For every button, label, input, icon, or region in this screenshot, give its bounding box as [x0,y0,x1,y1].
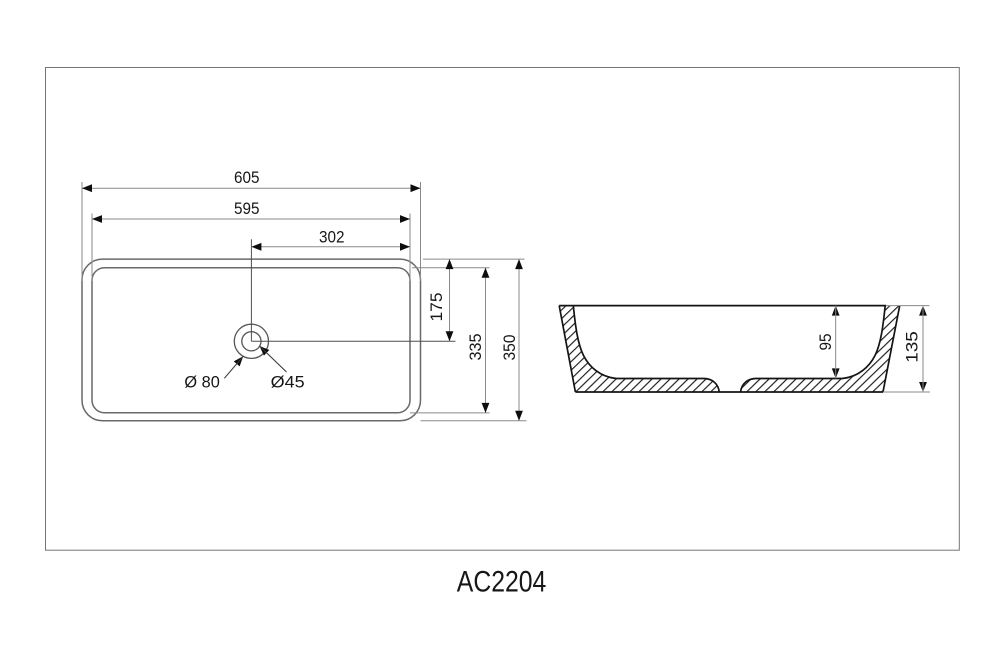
svg-text:175: 175 [428,293,446,322]
svg-text:AC2204: AC2204 [457,566,547,599]
svg-text:350: 350 [501,335,519,361]
svg-text:335: 335 [467,334,485,361]
svg-text:Ø45: Ø45 [271,374,305,392]
svg-text:95: 95 [817,334,835,351]
svg-text:605: 605 [234,169,260,187]
svg-text:302: 302 [319,229,345,247]
svg-text:135: 135 [904,331,922,363]
svg-text:595: 595 [234,200,260,218]
svg-text:Ø 80: Ø 80 [184,374,219,392]
